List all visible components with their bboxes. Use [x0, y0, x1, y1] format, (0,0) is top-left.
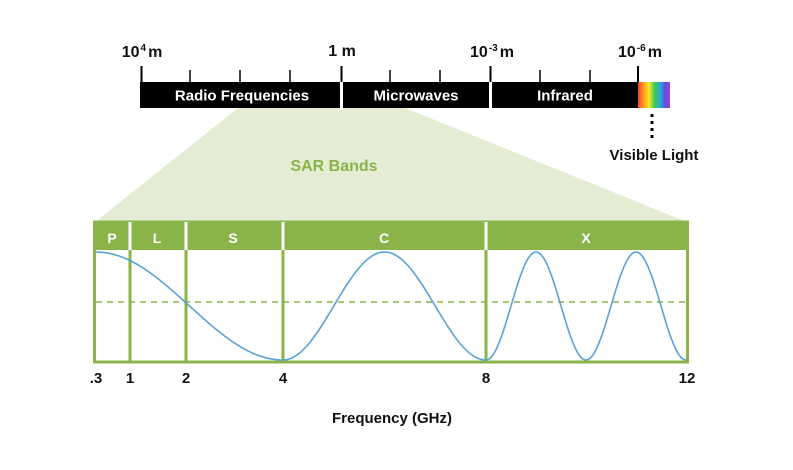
spectrum-bar	[140, 82, 638, 108]
sar-frame	[93, 220, 689, 364]
x-axis-title: Frequency (GHz)	[331, 410, 453, 427]
zoom-wedge	[95, 108, 687, 222]
band-label-l: L	[152, 230, 162, 246]
band-label-c: C	[378, 230, 390, 246]
band-label-p: P	[107, 230, 117, 246]
frequency-tick-label: 4	[278, 370, 288, 387]
band-header-bar	[93, 222, 689, 250]
segment-label-infrared: Infrared	[537, 87, 593, 105]
segment-divider	[489, 80, 492, 110]
frequency-wave	[96, 251, 687, 361]
band-label-x: X	[581, 230, 591, 246]
visible-light-swatch	[638, 82, 670, 108]
frequency-tick-label: 1	[125, 370, 135, 387]
band-label-s: S	[228, 230, 238, 246]
segment-label-radio: Radio Frequencies	[174, 87, 310, 105]
sar-bands-title: SAR Bands	[290, 158, 378, 175]
frequency-tick-label: 12	[678, 370, 696, 387]
wavelength-label-1: 1 m	[328, 43, 356, 60]
segment-divider	[340, 80, 343, 110]
frequency-tick-label: 8	[481, 370, 491, 387]
frequency-tick-label: 2	[181, 370, 191, 387]
segment-label-microwaves: Microwaves	[373, 87, 459, 105]
visible-light-label: Visible Light	[609, 147, 699, 164]
frequency-tick-label: .3	[89, 370, 103, 387]
